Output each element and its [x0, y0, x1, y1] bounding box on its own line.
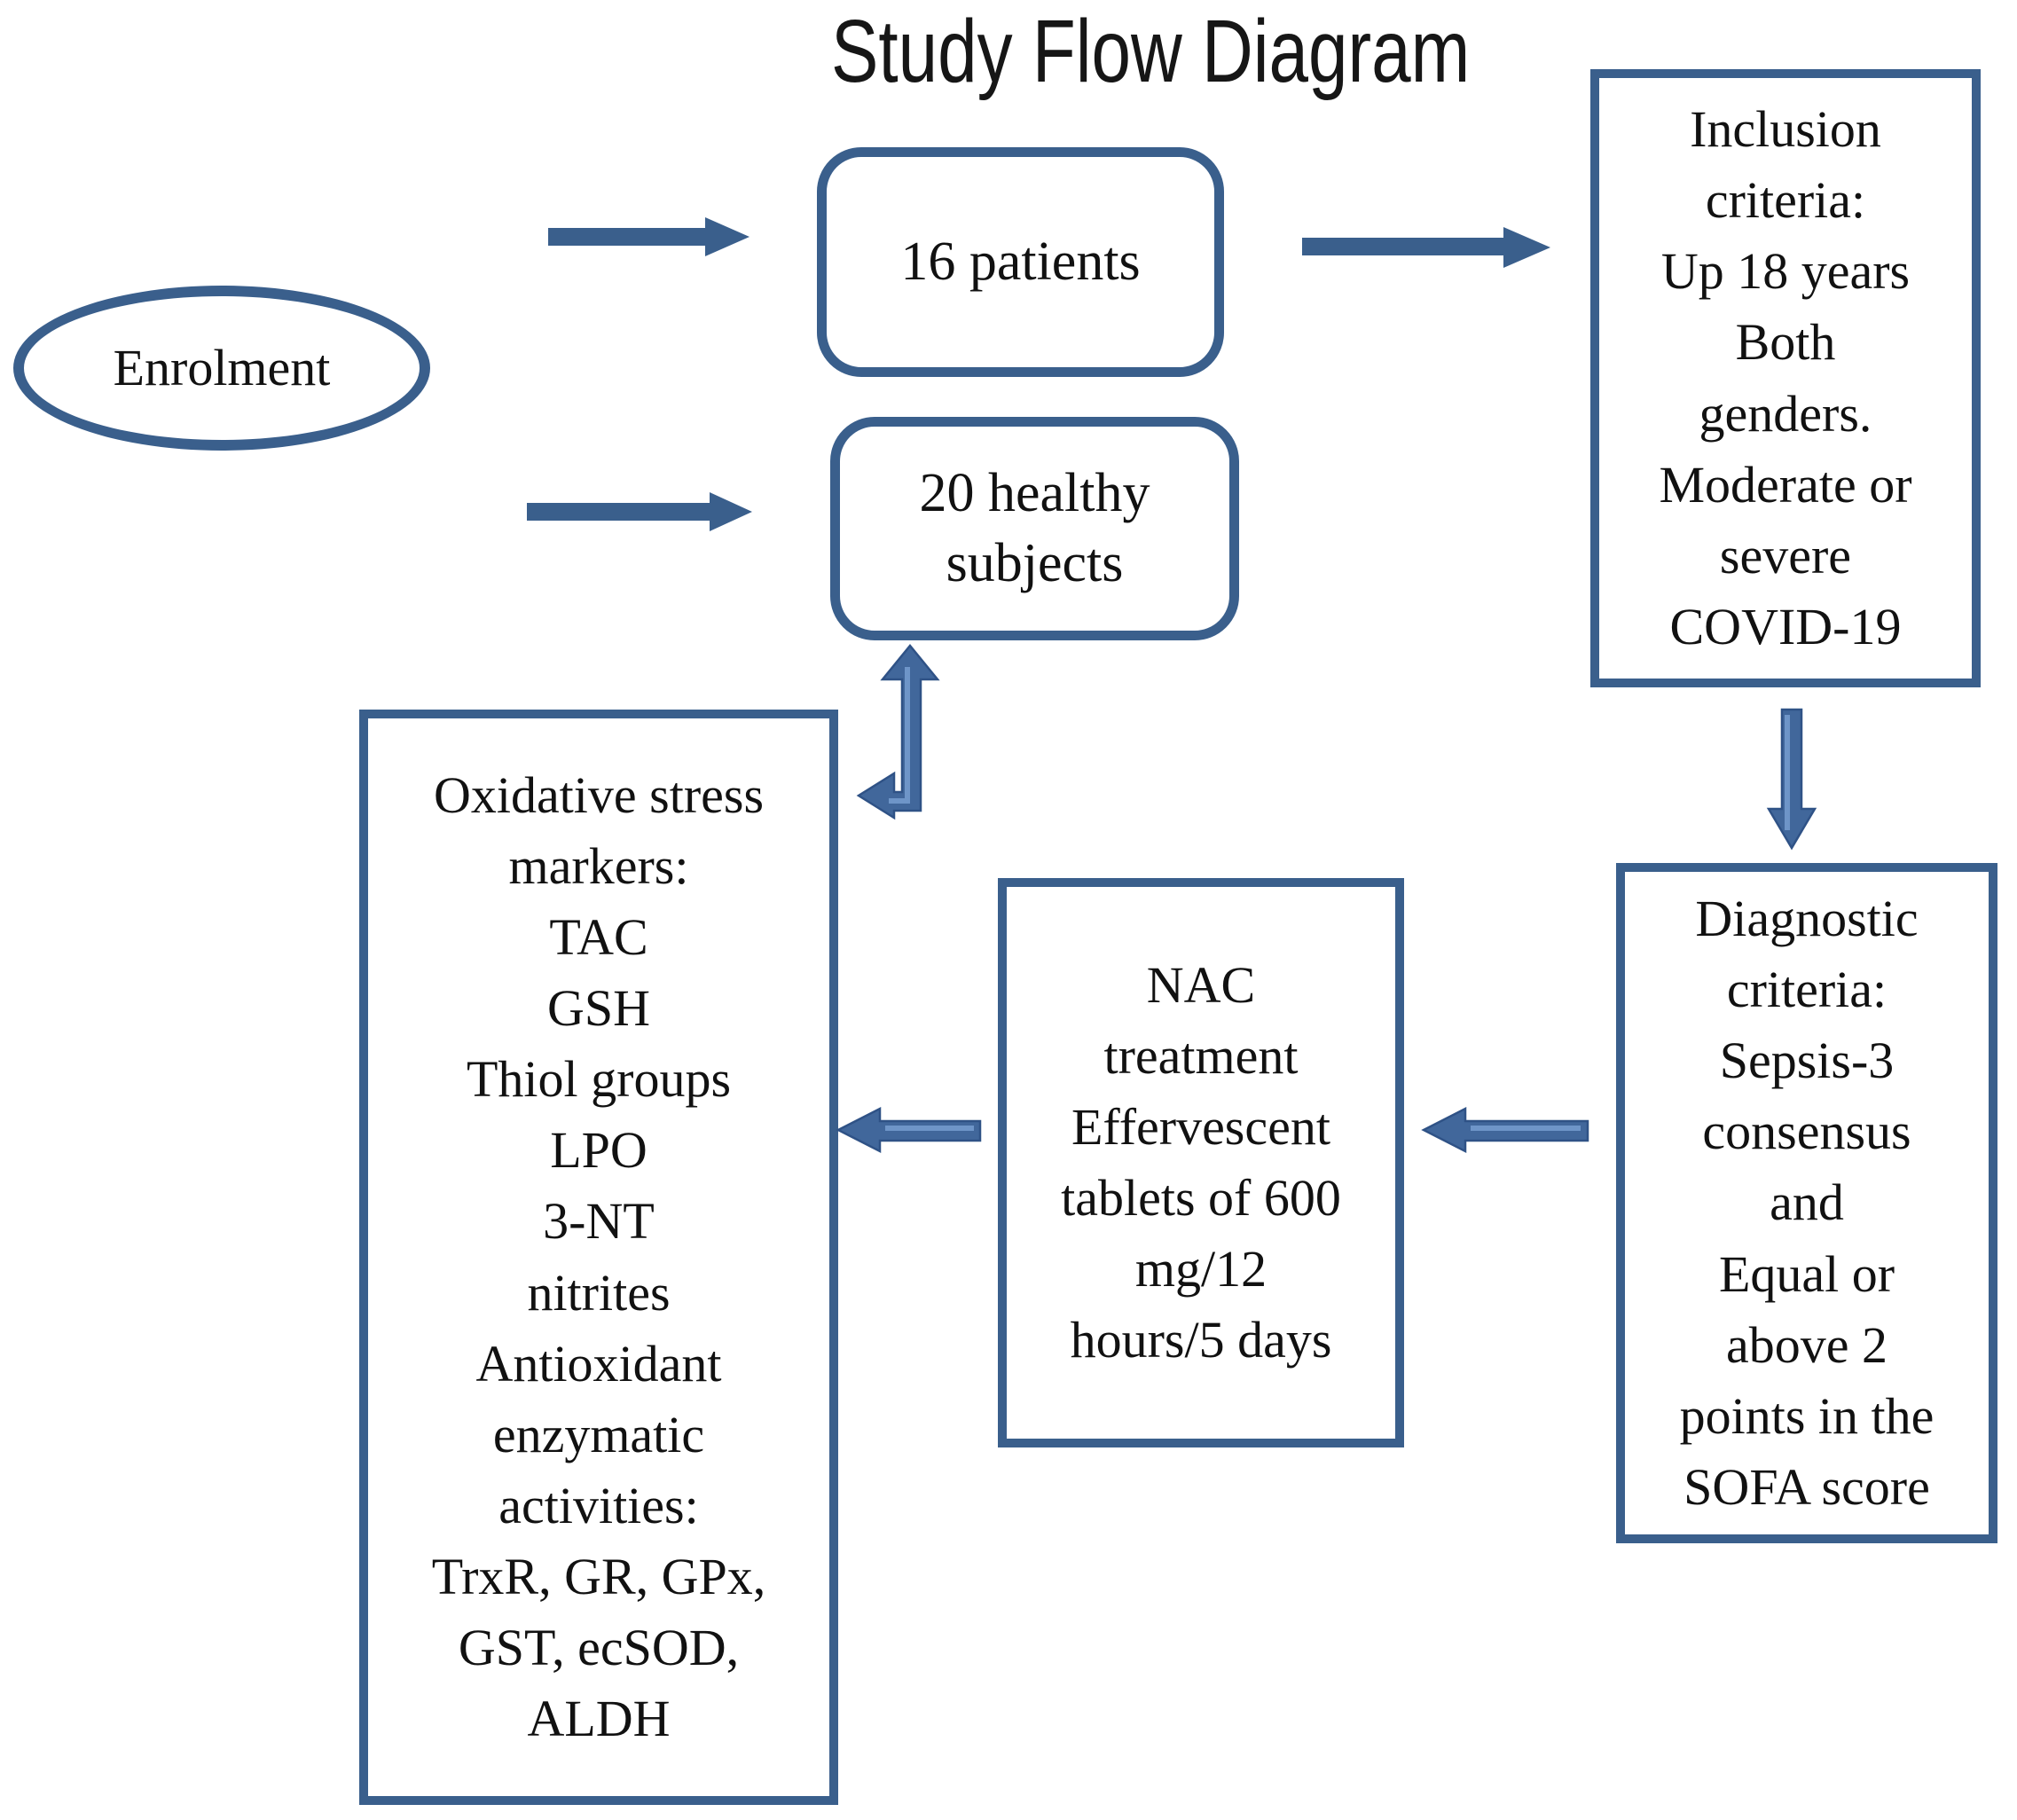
arrow-diagnostic-to-nac — [1421, 1106, 1589, 1154]
nac-treatment-box: NAC treatment Effervescent tablets of 60… — [998, 878, 1404, 1447]
oxidative-stress-markers-box: Oxidative stress markers: TAC GSH Thiol … — [359, 710, 838, 1805]
healthy-subjects-label: 20 healthy subjects — [919, 462, 1150, 593]
box-16-patients: 16 patients — [817, 147, 1224, 377]
enrolment-label: Enrolment — [113, 338, 331, 396]
arrow-oxidative-healthy-bidirectional — [856, 644, 940, 820]
inclusion-criteria-label: Inclusion criteria: Up 18 years Both gen… — [1659, 100, 1912, 655]
arrow-inclusion-to-diagnostic — [1766, 708, 1817, 851]
patients-label: 16 patients — [900, 231, 1141, 292]
diagnostic-criteria-box: Diagnostic criteria: Sepsis-3 consensus … — [1616, 863, 1997, 1543]
enrolment-ellipse: Enrolment — [13, 286, 430, 451]
oxidative-stress-markers-label: Oxidative stress markers: TAC GSH Thiol … — [431, 766, 766, 1747]
page-title-text: Study Flow Diagram — [831, 2, 1471, 101]
arrow-nac-to-oxidative — [836, 1106, 982, 1154]
arrow-patients-to-inclusion — [1302, 227, 1550, 268]
inclusion-criteria-box: Inclusion criteria: Up 18 years Both gen… — [1590, 69, 1981, 687]
nac-treatment-label: NAC treatment Effervescent tablets of 60… — [1061, 955, 1341, 1369]
arrow-enrolment-to-patients — [548, 217, 750, 256]
diagnostic-criteria-label: Diagnostic criteria: Sepsis-3 consensus … — [1679, 890, 1935, 1516]
box-20-healthy-subjects: 20 healthy subjects — [830, 417, 1239, 640]
page-title: Study Flow Diagram — [751, 5, 1470, 98]
arrow-enrolment-to-healthy — [527, 492, 752, 531]
